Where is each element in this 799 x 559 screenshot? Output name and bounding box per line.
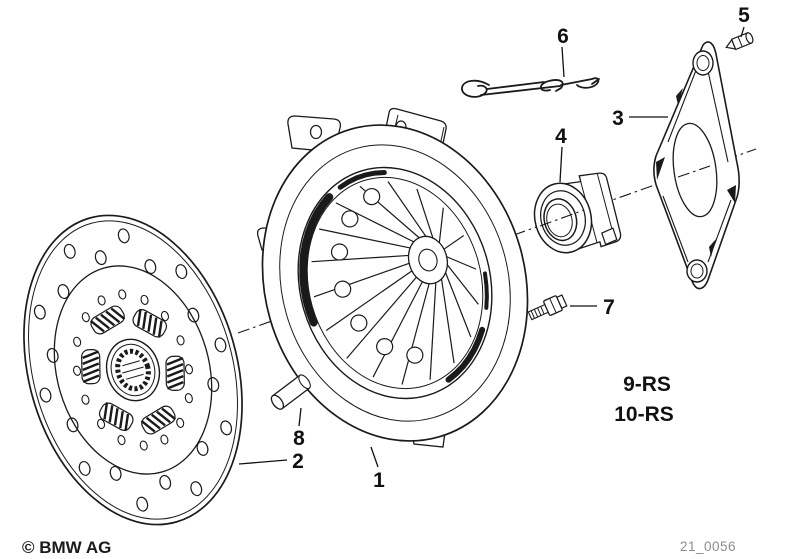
copyright-text: © BMW AG — [22, 538, 111, 557]
diaphragm-finger — [429, 281, 437, 380]
damper-spring — [132, 308, 168, 338]
damper-spring — [89, 305, 126, 335]
diaphragm-finger — [444, 271, 472, 338]
rivet-hole — [175, 264, 188, 280]
rivet-hole — [144, 259, 157, 275]
part-label-2: 2 — [292, 450, 304, 473]
rivet-hole — [196, 440, 209, 456]
damper-spring — [140, 405, 177, 435]
shading-crescent — [299, 193, 334, 327]
diaphragm-finger — [346, 276, 418, 359]
rivet-hole — [57, 284, 70, 300]
damper-hole — [81, 394, 90, 405]
damper-hole — [176, 417, 185, 428]
variant-label-10rs: 10-RS — [614, 403, 674, 426]
damper-hole — [118, 289, 127, 300]
variant-labels: 9-RS 10-RS — [614, 373, 674, 426]
damper-hole — [184, 393, 193, 404]
leader-lines — [238, 26, 745, 468]
diaphragm-finger — [313, 262, 410, 298]
damper-hole — [160, 310, 170, 322]
part-number-labels: 1 2 3 4 5 6 7 8 — [292, 4, 750, 492]
damper-spring — [81, 349, 101, 385]
bolt-drawing — [527, 294, 568, 321]
release-lever-drawing — [653, 41, 740, 290]
damper-hole — [97, 295, 106, 306]
damper-hole — [96, 418, 106, 430]
finger-rivet — [350, 314, 368, 332]
rivet-hole — [159, 474, 172, 490]
damper-hole — [81, 312, 90, 323]
variant-label-9rs: 9-RS — [623, 373, 671, 396]
axis-overlays — [539, 165, 711, 227]
damper-hole — [73, 336, 82, 347]
shading-crescent — [445, 326, 486, 383]
damper-spring — [98, 402, 134, 432]
diaphragm-finger — [446, 256, 477, 270]
diaphragm-finger — [416, 188, 434, 240]
diagram-code-text: 21_0056 — [680, 539, 736, 554]
shading-crescent — [482, 271, 489, 310]
clutch-disc-drawing — [23, 214, 243, 526]
diaphragm-finger — [401, 282, 430, 385]
diaphragm-finger — [446, 264, 479, 305]
pressure-plate-drawing — [261, 124, 529, 442]
diaphragm-finger — [387, 181, 428, 238]
rivet-hole — [39, 387, 52, 403]
damper-hole — [139, 440, 148, 451]
rivet-hole — [187, 307, 200, 323]
diaphragm-finger — [319, 228, 411, 249]
taper-pin-drawing — [725, 32, 754, 51]
diaphragm-finger — [372, 280, 424, 378]
rivet-hole — [207, 377, 220, 393]
finger-rivet — [376, 338, 394, 356]
finger-rivet — [341, 210, 359, 228]
diaphragm-hub — [407, 235, 449, 285]
part-label-8: 8 — [293, 427, 305, 450]
damper-hole — [117, 435, 126, 446]
finger-rivet — [406, 346, 424, 364]
part-label-7: 7 — [603, 296, 615, 319]
rivet-hole — [214, 337, 227, 353]
rivet-hole — [136, 496, 149, 512]
retaining-clip-drawing — [461, 77, 600, 98]
diaphragm-finger — [443, 235, 465, 250]
rivet-hole — [33, 304, 46, 320]
rivet-hole — [46, 347, 59, 363]
damper-hole — [160, 434, 169, 445]
diaphragm-finger — [311, 254, 409, 263]
diaphragm-finger — [438, 207, 444, 244]
rivet-hole — [109, 465, 122, 481]
part-label-1: 1 — [373, 469, 385, 492]
finger-rivet — [334, 280, 352, 298]
rivet-hole — [190, 481, 203, 497]
part-label-3: 3 — [612, 107, 624, 130]
damper-hole — [140, 294, 149, 305]
rivet-hole — [78, 460, 91, 476]
rivet-hole — [220, 420, 233, 436]
damper-hole — [72, 365, 82, 376]
rivet-hole — [63, 243, 76, 259]
part-label-4: 4 — [555, 125, 567, 148]
damper-hole — [184, 364, 194, 375]
damper-spring — [165, 355, 185, 391]
shading-crescent — [337, 170, 387, 190]
release-bearing-drawing — [533, 172, 622, 254]
diaphragm-finger — [335, 202, 415, 243]
rivet-hole — [66, 417, 79, 433]
finger-rivet — [330, 243, 349, 261]
rivet-hole — [94, 250, 107, 266]
part-label-6: 6 — [557, 25, 569, 48]
diaphragm-finger — [440, 277, 455, 364]
dowel-pin-drawing — [270, 374, 311, 410]
part-label-5: 5 — [738, 4, 750, 27]
finger-rivet — [363, 187, 381, 206]
damper-hole — [176, 335, 185, 346]
rivet-hole — [117, 228, 130, 244]
diaphragm-finger — [325, 270, 413, 331]
